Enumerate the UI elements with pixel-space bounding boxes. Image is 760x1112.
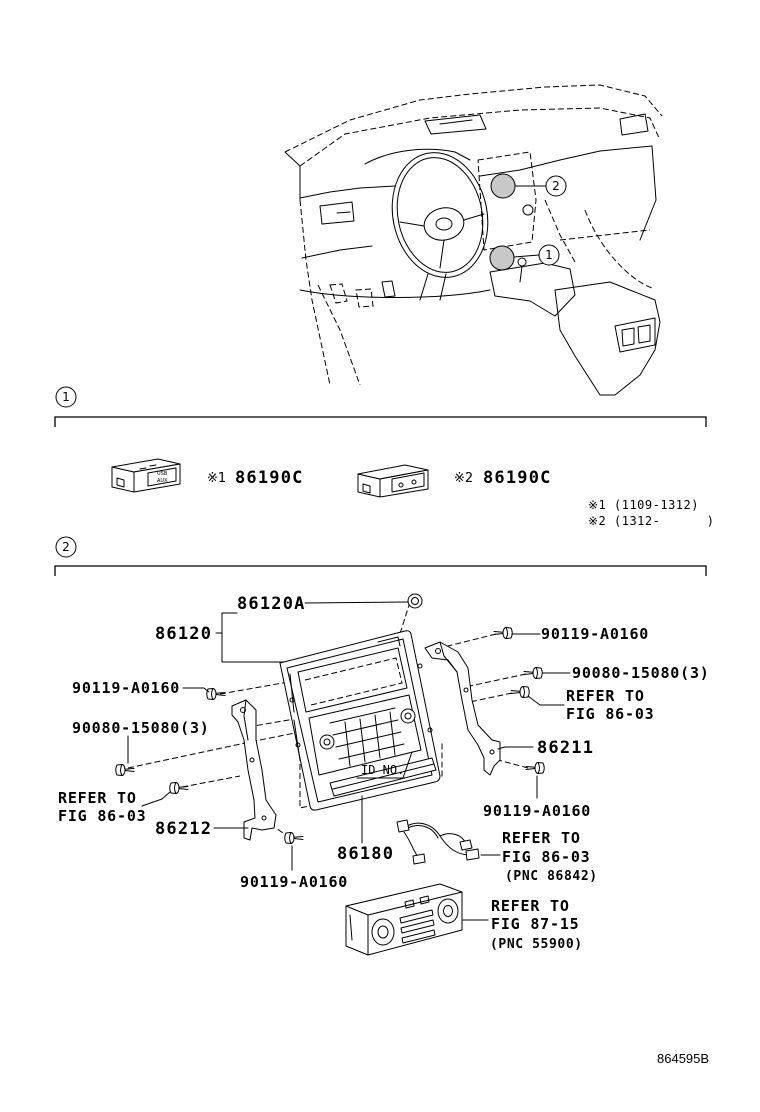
note-range-1: ※1 (1109-1312) bbox=[588, 498, 699, 512]
label-refer-climate-pnc: (PNC 55900) bbox=[490, 937, 583, 952]
label-refer-harness-line1: REFER TO bbox=[502, 829, 581, 847]
lower-trim-86180 bbox=[329, 757, 437, 797]
center-cluster-bezel bbox=[279, 630, 441, 811]
bracket-86211 bbox=[424, 641, 501, 776]
label-86211: 86211 bbox=[537, 738, 594, 758]
screw-right bbox=[523, 667, 543, 679]
section-2-index: 2 bbox=[62, 540, 70, 554]
label-86180: 86180 bbox=[337, 844, 394, 864]
callout-1: 1 bbox=[513, 244, 560, 266]
label-refer-climate-line2: FIG 87-15 bbox=[491, 915, 579, 933]
grommet-86120A bbox=[407, 593, 423, 609]
leader-refer-right bbox=[527, 695, 565, 706]
label-refer-left-line1: REFER TO bbox=[58, 789, 137, 807]
switch-a-ref-mark: ※1 bbox=[207, 471, 226, 486]
figure-id: 864595B bbox=[657, 1051, 709, 1066]
callout-2: 2 bbox=[514, 175, 567, 197]
section-2-header: 2 bbox=[54, 536, 707, 576]
label-refer-right-line1: REFER TO bbox=[566, 687, 645, 705]
switch-a-part-number: 86190C bbox=[235, 468, 304, 488]
label-bolt-right-bottom: 90119-A0160 bbox=[483, 802, 591, 820]
section-1-bracket bbox=[54, 416, 707, 427]
bolt-right-bottom bbox=[525, 762, 545, 774]
switch-aux-text: AUX bbox=[157, 478, 168, 484]
callout-2-label: 2 bbox=[552, 179, 560, 193]
leader-86211 bbox=[497, 746, 534, 750]
leader-id-number bbox=[356, 751, 413, 779]
screw-refer-right bbox=[510, 686, 530, 698]
bolt-right-top bbox=[493, 627, 513, 639]
label-86212: 86212 bbox=[155, 819, 212, 839]
label-refer-harness-pnc: (PNC 86842) bbox=[505, 869, 598, 884]
wire-harness bbox=[396, 819, 480, 865]
label-refer-harness-line2: FIG 86-03 bbox=[502, 848, 590, 866]
bolt-left-bottom bbox=[284, 832, 304, 844]
callout-1-label: 1 bbox=[545, 248, 553, 262]
label-refer-climate-line1: REFER TO bbox=[491, 897, 570, 915]
highlight-area-2 bbox=[490, 173, 516, 199]
label-id-number: ID NO. bbox=[361, 763, 404, 777]
explode-guides bbox=[127, 601, 529, 839]
climate-control-panel bbox=[345, 883, 463, 956]
label-bolt-right-top: 90119-A0160 bbox=[541, 625, 649, 643]
note-range-2: ※2 (1312- ) bbox=[588, 514, 714, 528]
switch-b-part-number: 86190C bbox=[483, 468, 552, 488]
label-86120A: 86120A bbox=[237, 594, 306, 614]
leader-grommet bbox=[304, 601, 409, 604]
leader-bolt-left-top bbox=[182, 687, 210, 693]
switch-usb-aux: USB AUX bbox=[111, 458, 181, 493]
leader-bezel bbox=[215, 612, 285, 663]
switch-type-b bbox=[357, 464, 429, 498]
screw-left bbox=[115, 764, 135, 776]
label-bolt-left-bottom: 90119-A0160 bbox=[240, 873, 348, 891]
screw-refer-left bbox=[169, 782, 189, 794]
label-refer-right-line2: FIG 86-03 bbox=[566, 705, 654, 723]
section-1-index: 1 bbox=[62, 390, 70, 404]
switch-usb-text: USB bbox=[157, 471, 168, 477]
leader-refer-left bbox=[141, 791, 171, 807]
label-screw-right: 90080-15080(3) bbox=[572, 664, 710, 682]
switch-b-ref-mark: ※2 bbox=[454, 471, 473, 486]
label-bolt-left-top: 90119-A0160 bbox=[72, 679, 180, 697]
label-86120: 86120 bbox=[155, 624, 212, 644]
highlight-area-1 bbox=[489, 245, 515, 271]
section-2-bracket bbox=[54, 565, 707, 576]
label-screw-left: 90080-15080(3) bbox=[72, 719, 210, 737]
dashboard-illustration bbox=[284, 84, 663, 396]
bracket-86212 bbox=[231, 699, 277, 841]
section-1-header: 1 bbox=[54, 386, 707, 427]
label-refer-left-line2: FIG 86-03 bbox=[58, 807, 146, 825]
